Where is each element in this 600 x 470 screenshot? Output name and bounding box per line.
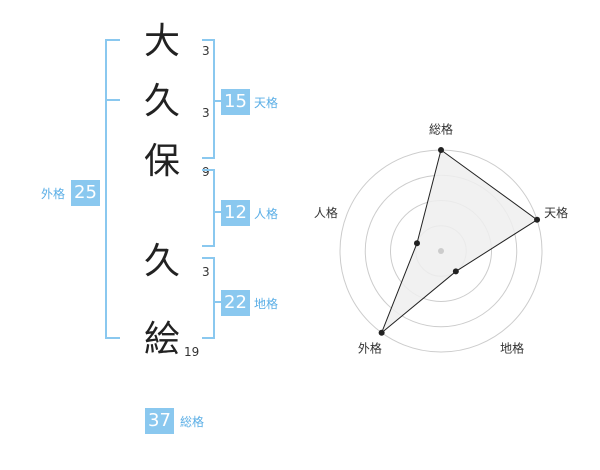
stroke-count-4: 3 <box>202 265 210 279</box>
gaikaku-bracket <box>105 39 120 339</box>
radar-axis-label-4: 人格 <box>314 205 338 220</box>
name-char-2: 久 <box>143 81 180 122</box>
chikaku-bracket <box>202 257 215 339</box>
stroke-count-3: 9 <box>202 165 210 179</box>
radar-points <box>378 147 541 336</box>
radar-point-1 <box>534 216 541 223</box>
tenkaku-badge: 15 <box>221 89 250 115</box>
radar-point-2 <box>452 268 459 275</box>
gaikaku-label: 外格 <box>41 187 66 201</box>
tenkaku-label: 天格 <box>254 96 279 110</box>
radar-axis-label-3: 外格 <box>358 340 382 355</box>
jinkaku-bracket <box>202 169 215 247</box>
chikaku-label: 地格 <box>254 297 279 311</box>
radar-axis-label-2: 地格 <box>500 340 524 355</box>
jinkaku-label: 人格 <box>254 207 279 221</box>
soukaku-label: 総格 <box>180 415 205 429</box>
radar-center <box>438 248 444 254</box>
stroke-count-5: 19 <box>184 345 200 359</box>
name-char-1: 大 <box>143 21 180 62</box>
radar-point-0 <box>438 147 444 153</box>
stroke-count-1: 3 <box>202 44 210 58</box>
radar-axis-label-1: 天格 <box>544 205 568 220</box>
name-char-4: 久 <box>143 241 180 282</box>
jinkaku-badge: 12 <box>221 200 250 226</box>
radar-point-4 <box>413 240 420 247</box>
name-char-5: 絵 <box>143 319 180 360</box>
radar-polygon <box>381 149 538 334</box>
gaikaku-badge: 25 <box>71 180 100 206</box>
stroke-count-2: 3 <box>202 106 210 120</box>
soukaku-badge: 37 <box>145 408 174 434</box>
radar-point-3 <box>378 329 385 336</box>
chikaku-badge: 22 <box>221 290 250 316</box>
name-char-3: 保 <box>143 141 180 182</box>
radar-axis-label-0: 総格 <box>429 122 453 137</box>
tenkaku-bracket <box>202 39 215 159</box>
